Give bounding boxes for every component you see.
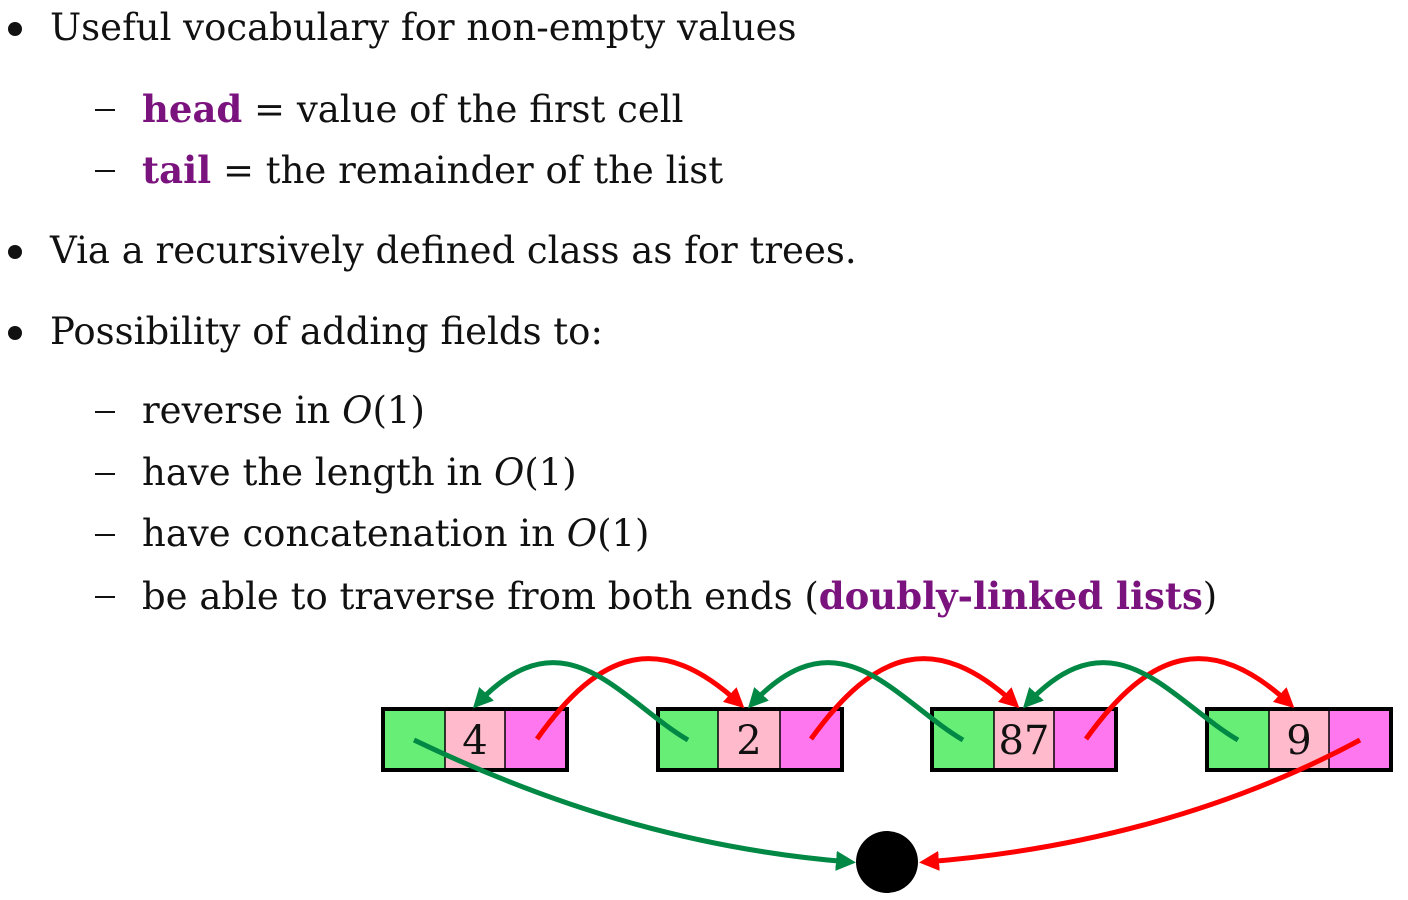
null-node — [856, 831, 918, 893]
sub-item-tail: tail = the remainder of the list — [142, 148, 723, 193]
sub-item-length: have the length in O(1) — [142, 451, 577, 495]
head-definition: = value of the first cell — [242, 88, 684, 131]
bullet-dot — [8, 22, 22, 36]
prev-pointer-arrow — [472, 660, 690, 743]
value-field — [994, 709, 1054, 770]
prev-pointer-arrow — [1022, 660, 1240, 743]
item-text: be able to traverse from both ends ( — [142, 575, 819, 618]
list-node: 9 — [1205, 707, 1393, 772]
list-node: 2 — [656, 707, 844, 772]
bullet-text: Via a recursively defined class as for t… — [50, 229, 857, 272]
dash-marker — [95, 109, 115, 111]
dash-marker — [95, 473, 115, 475]
bullet-dot — [8, 245, 22, 259]
next-pointer-arrow — [808, 656, 1020, 741]
big-o-symbol: O — [342, 389, 373, 432]
big-o-argument: (1) — [597, 512, 650, 555]
tail-definition: = the remainder of the list — [211, 149, 724, 192]
sub-item-reverse: reverse in O(1) — [142, 389, 425, 433]
dash-marker — [95, 596, 115, 598]
sub-item-concatenation: have concatenation in O(1) — [142, 512, 649, 556]
next-pointer-arrow — [1083, 656, 1295, 741]
sub-item-head: head = value of the first cell — [142, 87, 683, 132]
item-text: have concatenation in — [142, 512, 567, 555]
bullet-text: Useful vocabulary for non-empty values — [50, 6, 797, 49]
dash-marker — [95, 170, 115, 172]
tail-term: tail — [142, 148, 212, 192]
dash-marker — [95, 534, 115, 536]
value-field — [718, 709, 780, 770]
bullet-dot — [8, 326, 22, 340]
item-text: have the length in — [142, 451, 494, 494]
big-o-argument: (1) — [372, 389, 425, 432]
head-term: head — [142, 87, 243, 131]
list-node: 4 — [381, 707, 569, 772]
cell-value: 9 — [1286, 718, 1311, 764]
sub-item-traverse: be able to traverse from both ends (doub… — [142, 574, 1217, 619]
big-o-symbol: O — [493, 451, 525, 494]
big-o-argument: (1) — [524, 451, 577, 494]
dash-marker — [95, 411, 115, 413]
prev-field — [383, 709, 445, 770]
cell-value: 2 — [736, 718, 761, 764]
next-field — [1329, 709, 1391, 770]
next-field — [505, 709, 567, 770]
item-text: ) — [1202, 575, 1218, 618]
cell-value: 4 — [462, 718, 487, 764]
cell-value: 87 — [999, 718, 1050, 764]
last-next-null-arrow — [919, 737, 1362, 871]
next-field — [1054, 709, 1116, 770]
next-pointer-arrow — [534, 656, 745, 741]
item-text: reverse in — [142, 389, 343, 432]
bullet-text: Possibility of adding fields to: — [50, 310, 603, 353]
prev-pointer-arrow — [747, 660, 965, 743]
big-o-symbol: O — [566, 512, 598, 555]
first-prev-null-arrow — [412, 737, 856, 871]
doubly-linked-term: doubly-linked lists — [818, 574, 1203, 618]
next-field — [780, 709, 842, 770]
